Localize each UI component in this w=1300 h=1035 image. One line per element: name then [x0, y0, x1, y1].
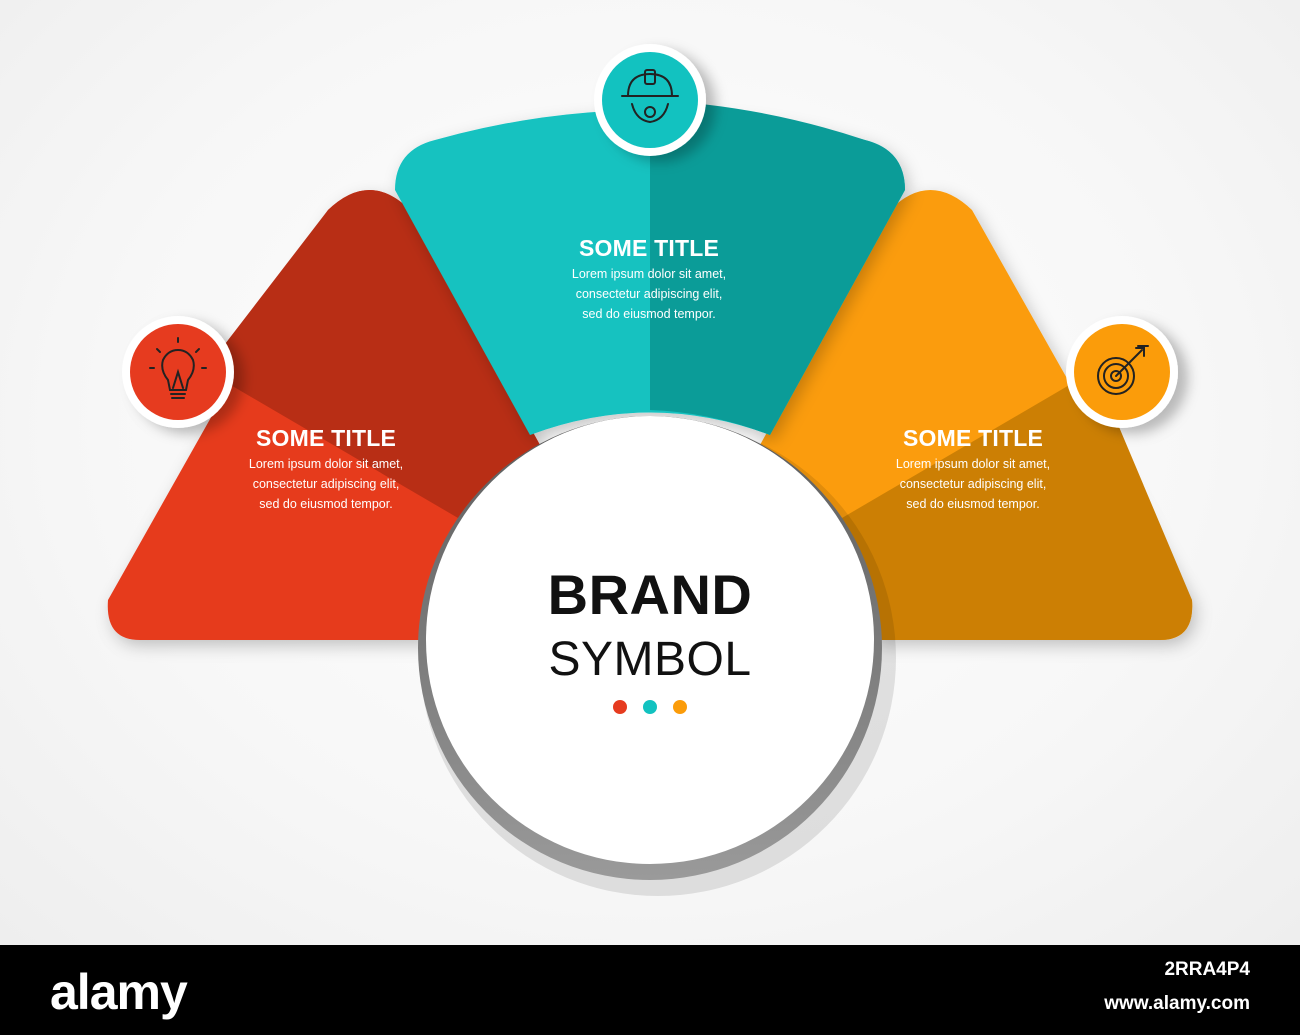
brand-dot-orange — [673, 700, 687, 714]
segment-right-line: sed do eiusmod tempor. — [906, 497, 1040, 511]
brand-subtitle: SYMBOL — [548, 633, 752, 686]
segment-left-description: Lorem ipsum dolor sit amet, consectetur … — [166, 454, 486, 514]
segment-left-line: Lorem ipsum dolor sit amet, — [248, 457, 404, 471]
image-code: 2RRA4P4 — [1164, 959, 1250, 980]
stock-footer-bar: alamy 2RRA4P4 www.alamy.com — [0, 945, 1300, 1035]
target-arrow-icon — [1097, 345, 1149, 395]
lightbulb-icon — [149, 337, 207, 399]
segment-right-line: Lorem ipsum dolor sit amet, — [895, 457, 1051, 471]
segment-right-title: SOME TITLE — [903, 425, 1043, 451]
segment-center-line: consectetur adipiscing elit, — [575, 287, 723, 301]
segment-center-line: Lorem ipsum dolor sit amet, — [571, 267, 727, 281]
brand-circle — [418, 416, 896, 896]
segment-left-line: sed do eiusmod tempor. — [259, 497, 393, 511]
badge-left — [122, 316, 234, 428]
brand-dot-red — [613, 700, 627, 714]
segment-right-line: consectetur adipiscing elit, — [899, 477, 1047, 491]
badge-right — [1066, 316, 1178, 428]
brand-title: BRAND — [547, 563, 753, 626]
segment-right-shape — [760, 190, 1193, 640]
segment-center-line: sed do eiusmod tempor. — [582, 307, 716, 321]
segment-center-title: SOME TITLE — [579, 235, 719, 261]
footer-url: www.alamy.com — [1104, 993, 1250, 1014]
segment-left-shape — [107, 190, 540, 640]
hard-hat-gear-icon — [621, 69, 679, 124]
segment-right-description: Lorem ipsum dolor sit amet, consectetur … — [813, 454, 1133, 514]
segment-center-shape — [395, 100, 905, 435]
segment-center-description: Lorem ipsum dolor sit amet, consectetur … — [489, 264, 809, 324]
badge-center — [594, 44, 706, 156]
watermark-logo: alamy — [50, 964, 188, 1020]
segment-left-line: consectetur adipiscing elit, — [252, 477, 400, 491]
brand-dot-teal — [643, 700, 657, 714]
segment-left-title: SOME TITLE — [256, 425, 396, 451]
semicircle-diagram — [107, 44, 1193, 896]
